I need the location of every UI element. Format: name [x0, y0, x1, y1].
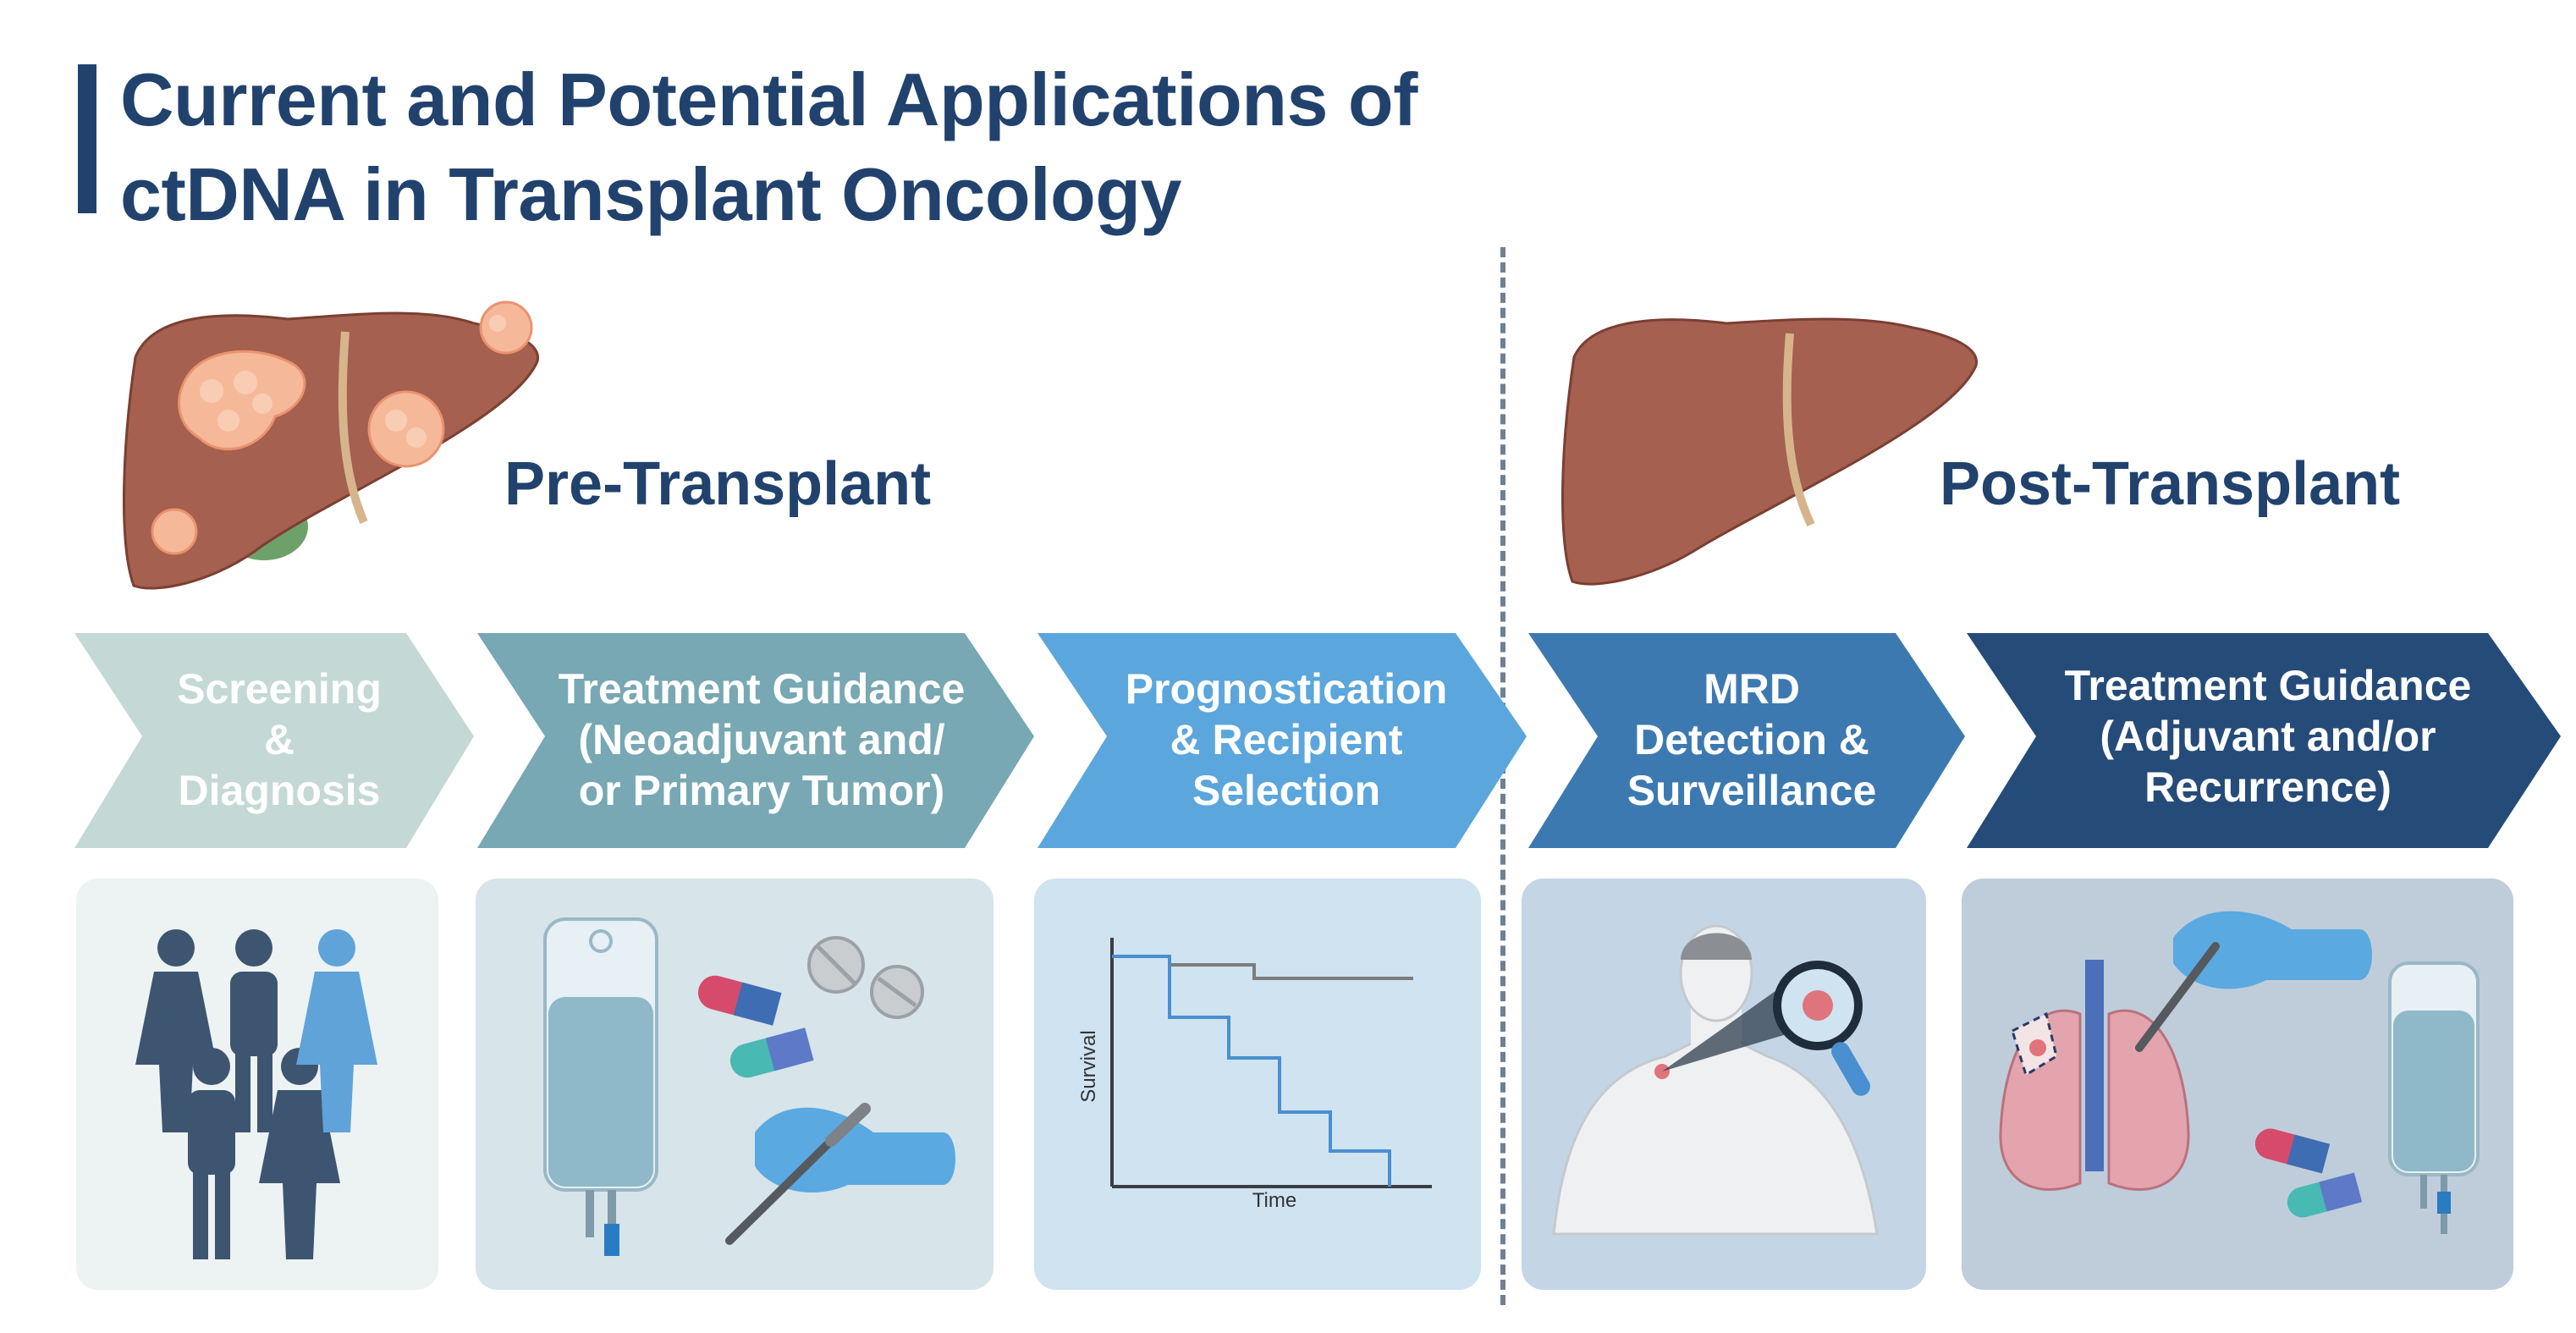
step-label-screening: Screening & Diagnosis: [177, 665, 382, 814]
phase-divider: [1500, 247, 1505, 1305]
liver-with-tumors-icon: [123, 300, 540, 590]
step-label-neoadjuvant: Treatment Guidance (Neoadjuvant and/ or …: [558, 665, 966, 814]
cohort-survival-line: [1112, 955, 1391, 1187]
step-arrow-adjuvant: [1967, 633, 2561, 848]
survival-curve-icon: Time Survival: [1077, 938, 1432, 1212]
title-line-1: Current and Potential Applications of: [120, 58, 1417, 141]
liver-icon: [1561, 317, 1979, 586]
tablet-icon: [807, 936, 924, 1019]
panel-adjuvant: [1962, 879, 2513, 1290]
step-label-adjuvant: Treatment Guidance (Adjuvant and/or Recu…: [2064, 662, 2472, 811]
panel-prognostication: Time Survival: [1034, 879, 1481, 1290]
step-label-prognostication: Prognostication & Recipient Selection: [1125, 665, 1448, 814]
x-axis-label: Time: [1252, 1189, 1296, 1212]
step-arrow-prognostication: [1038, 633, 1527, 848]
title-accent-bar: [78, 64, 96, 213]
panel-neoadjuvant: [476, 879, 994, 1290]
neoadjuvant-icons: [543, 917, 955, 1256]
scalpel-hand-icon: [725, 1103, 955, 1245]
mrd-icons: [1552, 924, 1879, 1236]
post-transplant-label: Post-Transplant: [1940, 450, 2401, 518]
panel-mrd: [1522, 879, 1926, 1290]
step-arrow-screening: [74, 633, 474, 848]
step-arrow-mrd: [1528, 633, 1965, 848]
people-group-icon: [135, 929, 377, 1259]
title-line-2: ctDNA in Transplant Oncology: [120, 152, 1181, 236]
pre-transplant-label: Pre-Transplant: [504, 450, 932, 518]
patient-torso-icon: [1552, 924, 1879, 1236]
capsule-icon: [2254, 1128, 2363, 1218]
reference-survival-line: [1112, 955, 1413, 980]
iv-bag-icon: [2388, 961, 2480, 1234]
step-label-mrd: MRD Detection & Surveillance: [1627, 665, 1877, 814]
lungs-icon: [1999, 960, 2190, 1191]
y-axis-label: Survival: [1077, 1030, 1100, 1102]
magnifier-icon: [1773, 961, 1870, 1096]
iv-bag-icon: [543, 917, 658, 1256]
scalpel-hand-icon: [2135, 911, 2372, 1052]
panel-screening: [76, 879, 438, 1290]
step-arrow-neoadjuvant: [477, 633, 1034, 848]
adjuvant-icons: [1999, 911, 2480, 1234]
page-title: Current and Potential Applications of ct…: [120, 52, 1417, 242]
capsule-icon: [697, 975, 814, 1078]
